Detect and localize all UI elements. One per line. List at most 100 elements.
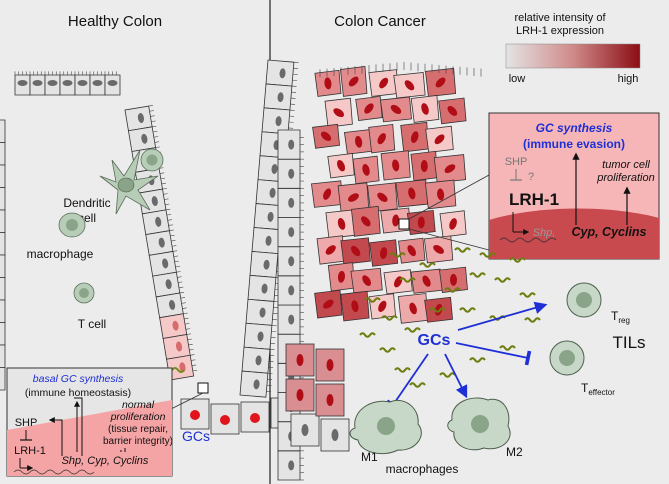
gc-molecule: [404, 327, 421, 333]
cell-nucleus: [77, 80, 88, 86]
cell-nucleus: [47, 80, 58, 86]
treg-cell: [566, 282, 602, 318]
normal-proliferation-3: (tissue repair,: [108, 424, 168, 435]
cell-nucleus: [151, 196, 158, 207]
healthy-zoom-box: [197, 382, 209, 394]
epithelial-cell: [0, 209, 6, 233]
tumor-nucleus: [364, 103, 374, 114]
tumor-nucleus: [410, 131, 419, 143]
legend-high: high: [618, 73, 639, 85]
cell-nucleus: [288, 139, 295, 150]
cancer-gcs-label: GCs: [418, 332, 451, 349]
normal-proliferation-4: barrier integrity): [103, 436, 173, 447]
gc-molecule: [444, 287, 461, 293]
tumor-nucleus: [449, 218, 457, 230]
tumor-nucleus: [351, 300, 359, 313]
epithelial-cell: [0, 232, 6, 256]
cell-nucleus: [162, 258, 169, 269]
colon-cancer-title: Colon Cancer: [334, 13, 426, 30]
basal-gc-synthesis: basal GC synthesis: [33, 373, 124, 385]
cancer-question: ?: [528, 171, 534, 183]
cell-nucleus: [288, 227, 295, 238]
gc-molecule: [389, 252, 406, 258]
tumor-nucleus: [361, 216, 371, 227]
crypt-nucleus: [326, 394, 334, 406]
tumor-cell-label-1: tumor cell: [602, 159, 650, 171]
tumor-nucleus: [437, 188, 445, 201]
epithelial-cell: [0, 254, 6, 278]
t-cell: [73, 282, 95, 304]
tumor-nucleus: [444, 164, 456, 174]
healthy-shp: SHP: [15, 417, 38, 429]
gc-molecule: [409, 382, 426, 388]
cell-nucleus: [271, 163, 278, 174]
cyp-cyclins-label: Cyp, Cyclins: [571, 225, 646, 239]
tumor-nucleus: [337, 270, 346, 283]
tumor-nucleus: [434, 134, 445, 145]
cell-nucleus: [255, 355, 262, 366]
tils-label: TILs: [612, 333, 645, 352]
cell-nucleus: [141, 133, 148, 144]
crypt-nucleus: [296, 389, 304, 401]
crypt-nucleus: [301, 424, 309, 436]
cancer-shp-gene: Shp,: [533, 227, 556, 239]
gc-molecule: [459, 307, 476, 313]
base-nucleus: [250, 413, 260, 423]
gc-molecule: [439, 372, 456, 378]
tumor-nucleus: [377, 133, 386, 145]
cell-nucleus: [32, 80, 43, 86]
tumor-nucleus: [408, 187, 416, 200]
arrow-to-treg: [457, 301, 548, 331]
healthy-colon-title: Healthy Colon: [68, 13, 162, 30]
cell-nucleus: [169, 299, 176, 310]
tumor-nucleus: [422, 275, 431, 287]
m1-macrophage: [349, 400, 422, 455]
healthy-genes: Shp, Cyp, Cyclins: [62, 455, 149, 467]
dendritic-cell-label-1: Dendritic: [63, 196, 110, 210]
cell-nucleus: [158, 237, 165, 248]
tumor-nucleus: [320, 131, 332, 142]
gc-molecule: [394, 367, 411, 373]
tumor-nucleus: [447, 105, 458, 116]
cell-nucleus: [279, 68, 286, 79]
cell-nucleus: [172, 320, 179, 331]
cell-nucleus: [175, 341, 183, 352]
gc-molecule: [499, 345, 516, 351]
cancer-crypt-cells: [277, 62, 482, 481]
cell-nucleus: [288, 460, 295, 471]
tumor-nucleus: [337, 160, 346, 172]
gc-molecule: [509, 257, 526, 263]
healthy-gcs-label: GCs: [182, 428, 210, 444]
epithelial-cell: [0, 367, 6, 391]
immune-homeostasis: (immune homeostasis): [25, 387, 131, 399]
cell-nucleus: [263, 259, 270, 270]
gc-molecule: [364, 297, 381, 303]
cell-nucleus: [137, 113, 145, 123]
tumor-nucleus: [362, 164, 370, 176]
healthy-lrh1: LRH-1: [14, 445, 46, 457]
tumor-nucleus: [404, 80, 415, 91]
normal-proliferation-1: normal: [122, 399, 155, 411]
healthy-inset: basal GC synthesis (immune homeostasis) …: [6, 367, 173, 477]
macrophage-label: macrophage: [27, 247, 94, 261]
cancer-lrh1: LRH-1: [509, 190, 559, 209]
lrh1-legend: relative intensity of LRH-1 expression l…: [505, 12, 641, 85]
gc-molecule: [479, 252, 496, 258]
tumor-nucleus: [434, 303, 443, 316]
dendritic-cell: [99, 148, 164, 215]
cell-nucleus: [288, 256, 295, 267]
crypt-nucleus: [296, 354, 304, 366]
tumor-nucleus: [378, 300, 387, 312]
tumor-nucleus: [390, 104, 402, 114]
cancer-gc-molecules: [359, 247, 541, 388]
tumor-nucleus: [333, 108, 345, 118]
legend-title-line1: relative intensity of: [514, 12, 606, 24]
epithelial-cell: [0, 187, 6, 211]
epithelial-cell: [0, 299, 6, 323]
gc-molecule: [454, 247, 471, 253]
tumor-nucleus: [433, 245, 444, 254]
tumor-nucleus: [420, 159, 428, 172]
m1-label: M1: [361, 450, 378, 464]
cell-nucleus: [259, 307, 266, 318]
cell-nucleus: [17, 80, 28, 86]
